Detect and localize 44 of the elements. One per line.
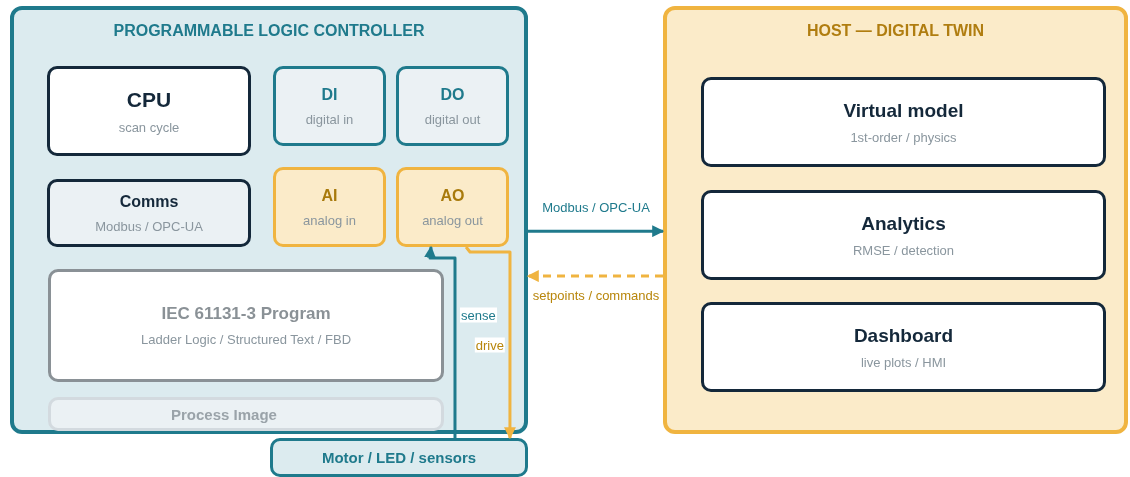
block-subtitle: analog out (422, 212, 483, 228)
block-box (270, 438, 528, 477)
arrow (424, 245, 457, 438)
block-subtitle: 1st-order / physics (850, 129, 957, 145)
arrow (464, 246, 516, 440)
block-box (273, 167, 386, 247)
block-subtitle: scan cycle (118, 119, 180, 135)
block-box (701, 302, 1106, 392)
block-title: Process Image (171, 405, 277, 423)
edge-label: drive (474, 337, 505, 353)
block-box (701, 190, 1106, 280)
block-subtitle: RMSE / detection (852, 242, 955, 258)
arrow (526, 270, 663, 283)
panel (663, 6, 1128, 434)
arrow (528, 225, 665, 238)
block-subtitle: digital out (424, 111, 481, 127)
block-title: Motor / LED / sensors (321, 449, 477, 466)
block-title: DO (440, 85, 465, 104)
block-subtitle: live plots / HMI (860, 354, 947, 370)
block-title: Comms (119, 192, 179, 211)
block-box (701, 77, 1106, 167)
block-box (48, 269, 444, 382)
block-box (396, 66, 509, 146)
block-title: IEC 61131-3 Program (161, 304, 331, 324)
block-title: CPU (126, 87, 172, 112)
block-box (47, 179, 251, 247)
block-title: AO (440, 186, 465, 205)
block-title: Virtual model (843, 99, 964, 122)
block-subtitle: analog in (303, 212, 356, 228)
edge-label: sense (460, 307, 497, 323)
block-title: DI (321, 85, 338, 104)
block-box (48, 397, 444, 431)
block-subtitle: digital in (305, 111, 354, 127)
block-title: Dashboard (853, 324, 954, 347)
panel-title: PROGRAMMABLE LOGIC CONTROLLER (113, 22, 425, 40)
block-subtitle: Ladder Logic / Structured Text / FBD (141, 332, 351, 347)
block-subtitle: Modbus / OPC-UA (95, 218, 203, 234)
block-title: AI (321, 186, 338, 205)
block-box (273, 66, 386, 146)
panel-title: HOST — DIGITAL TWIN (806, 22, 985, 40)
block-title: Analytics (861, 212, 946, 235)
block-box (396, 167, 509, 247)
panel (10, 6, 528, 434)
block-box (47, 66, 251, 156)
